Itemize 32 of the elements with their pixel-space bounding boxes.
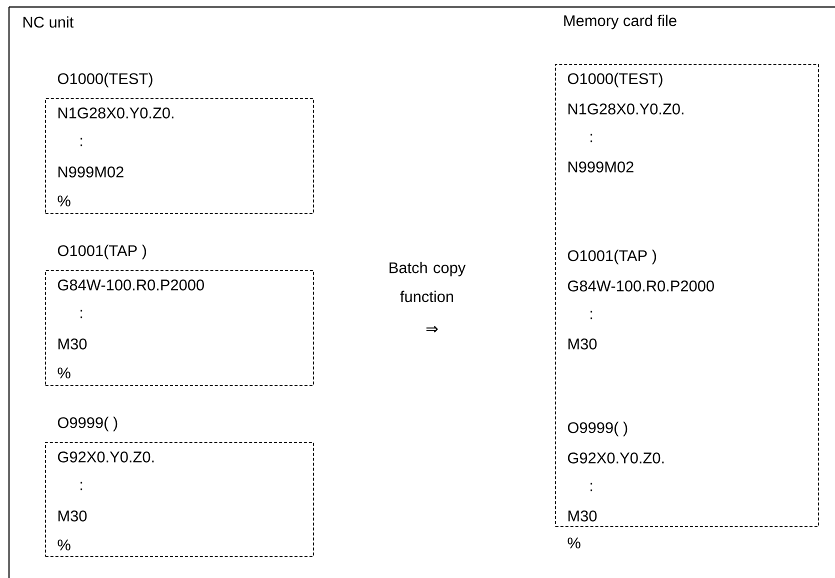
code-line: O9999( )	[58, 416, 118, 432]
code-line: :	[590, 310, 592, 320]
heading: Memory card file	[564, 14, 676, 30]
code-line: :	[80, 482, 82, 490]
code-line: :	[590, 134, 592, 142]
code-line: :	[590, 482, 592, 492]
code-line: M30	[58, 510, 87, 522]
code-line: M30	[568, 338, 597, 350]
code-line: G92X0.Y0.Z0.	[58, 452, 154, 462]
code-line: O1001(TAP )	[568, 250, 656, 264]
code-line: O9999( )	[568, 422, 628, 436]
code-line: :	[80, 138, 82, 146]
code-line: G84W-100.R0.P2000	[58, 280, 204, 290]
code-line: O1001(TAP )	[58, 244, 146, 260]
code-line: N1G28X0.Y0.Z0.	[568, 104, 684, 114]
heading: NC unit	[23, 16, 74, 28]
double-arrow-symbol: ⇒	[426, 326, 438, 333]
code-line: M30	[58, 338, 87, 350]
code-line: %	[58, 368, 70, 378]
code-line: G84W-100.R0.P2000	[568, 280, 714, 292]
code-line: M30	[568, 510, 597, 522]
code-line: N1G28X0.Y0.Z0.	[58, 108, 174, 118]
code-line: %	[568, 538, 580, 548]
code-line: N999M02	[568, 162, 634, 172]
code-line: O1000(TEST)	[568, 72, 662, 88]
code-line: O1000(TEST)	[58, 72, 152, 88]
caption-text: Batch copy function	[390, 262, 466, 302]
code-line: %	[58, 540, 70, 550]
code-line: :	[80, 310, 82, 318]
code-line: N999M02	[58, 166, 124, 178]
code-line: %	[58, 196, 70, 206]
code-line: G92X0.Y0.Z0.	[568, 452, 664, 464]
